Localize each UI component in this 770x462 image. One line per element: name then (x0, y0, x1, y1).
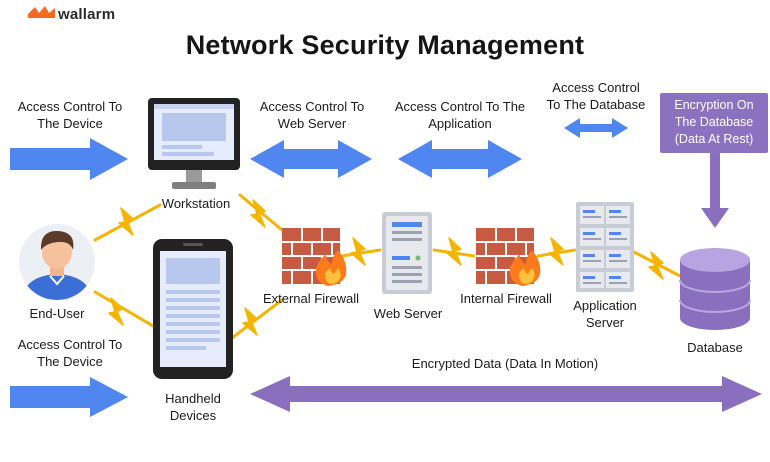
label-end-user: End-User (29, 306, 85, 321)
server-icon (382, 212, 432, 294)
firewall-icon (282, 228, 347, 286)
label-external-firewall: External Firewall (262, 291, 360, 306)
arrow-encryption-down (701, 153, 729, 228)
double-arrow-data-in-motion (250, 376, 762, 412)
arrow-device-top (10, 138, 128, 180)
label-workstation: Workstation (161, 196, 231, 211)
server-rack-icon (576, 202, 634, 292)
label-database: Database (687, 340, 743, 355)
encryption-at-rest-box: Encryption On The Database (Data At Rest… (660, 93, 768, 153)
brand-name: wallarm (58, 6, 116, 23)
wallarm-logo-icon (28, 6, 55, 18)
arrow-device-bottom (10, 377, 128, 417)
monitor-icon (148, 98, 240, 189)
user-avatar-icon (19, 224, 95, 300)
double-arrow-application (398, 140, 522, 178)
database-icon (679, 248, 751, 330)
page-title: Network Security Management (185, 30, 585, 60)
phone-icon (153, 239, 233, 379)
label-internal-firewall: Internal Firewall (460, 291, 552, 306)
label-web-server: Web Server (373, 306, 443, 321)
firewall-icon (476, 228, 541, 286)
label-encrypted-data-in-motion: Encrypted Data (Data In Motion) (411, 356, 599, 371)
double-arrow-database-access (564, 118, 628, 138)
double-arrow-web-server (250, 140, 372, 178)
